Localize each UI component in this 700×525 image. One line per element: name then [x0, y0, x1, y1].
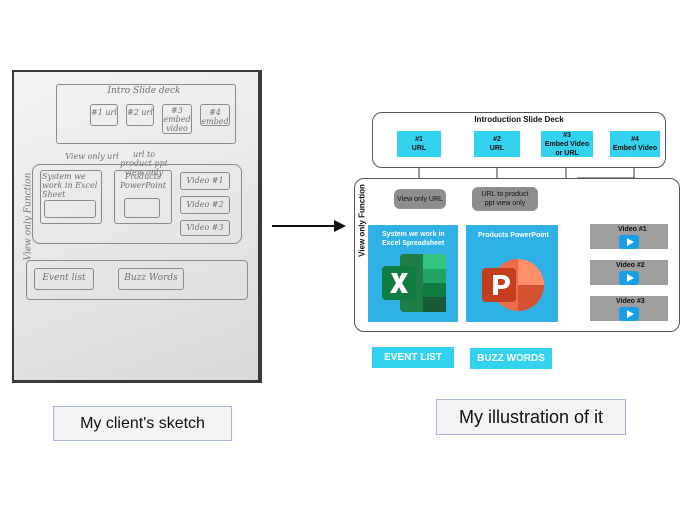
sketch-url-box-3 [162, 104, 192, 134]
video-1-label: Video #1 [618, 226, 647, 233]
sketch-function-box [32, 164, 242, 244]
url-box-3[interactable]: #3 Embed Video or URL [541, 131, 593, 157]
sketch-buzz-words-box [118, 268, 184, 290]
url-box-1-number: #1 [415, 136, 423, 143]
sketch-url-label-4: #4 embed [201, 108, 229, 126]
sketch-url-label-2: #2 url [127, 108, 153, 117]
sketch-video-label-2: Video #2 [186, 200, 224, 209]
url-box-3-number: #3 [563, 131, 571, 139]
video-box-2[interactable]: Video #2 [590, 260, 668, 285]
sketch-video-box-2 [180, 196, 230, 214]
sketch-video-box-3 [180, 220, 230, 236]
sketch-url-box-4 [200, 104, 230, 126]
play-icon[interactable] [619, 235, 639, 249]
sketch-event-list-label: Event list [42, 273, 86, 283]
excel-panel-title: System we work in Excel Spreadsheet [382, 231, 445, 247]
sketch-buzz-words-label: Buzz Words [124, 273, 178, 283]
url-box-4-number: #4 [631, 136, 639, 143]
transform-arrow-line [272, 225, 336, 227]
view-only-url-pill: View only URL [394, 189, 446, 209]
url-box-2-number: #2 [493, 136, 501, 143]
video-2-label: Video #2 [616, 262, 645, 269]
sketch-url-label-1: #1 url [91, 108, 117, 117]
sketch-bottom-box [26, 260, 248, 300]
url-box-4-label: Embed Video [612, 145, 658, 152]
sketch-video-box-1 [180, 172, 230, 190]
sketch-video-label-3: Video #3 [186, 223, 224, 232]
product-url-pill: URL to product ppt view only [472, 187, 538, 211]
powerpoint-panel-title: Products PowerPoint [478, 232, 549, 239]
event-list-button[interactable]: EVENT LIST [372, 347, 454, 368]
url-box-2-label: URL [489, 145, 505, 152]
video-box-1[interactable]: Video #1 [590, 224, 668, 249]
sketch-link-note-2: url to product ppt view only [120, 150, 168, 177]
sketch-url-label-3: #3 embed video [163, 106, 191, 133]
excel-icon [382, 254, 446, 312]
play-icon[interactable] [619, 307, 639, 321]
slide-deck-title: Introduction Slide Deck [474, 115, 564, 124]
sketch-excel-note: System we work in Excel Sheet [42, 172, 98, 199]
url-box-2[interactable]: #2 URL [474, 131, 520, 157]
sketch-url-box-2 [126, 104, 154, 126]
powerpoint-icon [482, 259, 544, 311]
sketch-excel-sheet [44, 200, 96, 218]
sketch-slide-deck-box [56, 84, 236, 144]
sketch-ppt-slide [124, 198, 160, 218]
sketch-video-label-1: Video #1 [186, 176, 224, 185]
client-sketch-photo: Intro Slide deck #1 url #2 url #3 embed … [12, 70, 262, 383]
sketch-ppt-box [114, 170, 172, 224]
excel-panel[interactable]: System we work in Excel Spreadsheet [368, 225, 458, 322]
video-box-3[interactable]: Video #3 [590, 296, 668, 321]
buzz-words-button[interactable]: BUZZ WORDS [470, 348, 552, 369]
url-box-4[interactable]: #4 Embed Video [610, 131, 660, 157]
sketch-caption: My client's sketch [53, 406, 232, 441]
sketch-excel-box [40, 170, 102, 224]
view-only-function-label: View only Function [357, 184, 367, 257]
sketch-paper: Intro Slide deck #1 url #2 url #3 embed … [14, 72, 258, 380]
sketch-title: Intro Slide deck [107, 86, 181, 96]
url-box-3-label: Embed Video or URL [544, 140, 590, 157]
url-box-1-label: URL [411, 145, 427, 152]
play-icon[interactable] [619, 271, 639, 285]
powerpoint-panel[interactable]: Products PowerPoint [466, 225, 558, 322]
transform-arrow-head [334, 220, 346, 232]
url-box-1[interactable]: #1 URL [397, 131, 441, 157]
illustration-caption: My illustration of it [436, 399, 626, 435]
sketch-event-list-box [34, 268, 94, 290]
sketch-ppt-note: Products PowerPoint [119, 172, 167, 190]
sketch-link-note-1: View only url [65, 152, 119, 161]
video-3-label: Video #3 [616, 298, 645, 305]
sketch-url-box-1 [90, 104, 118, 126]
